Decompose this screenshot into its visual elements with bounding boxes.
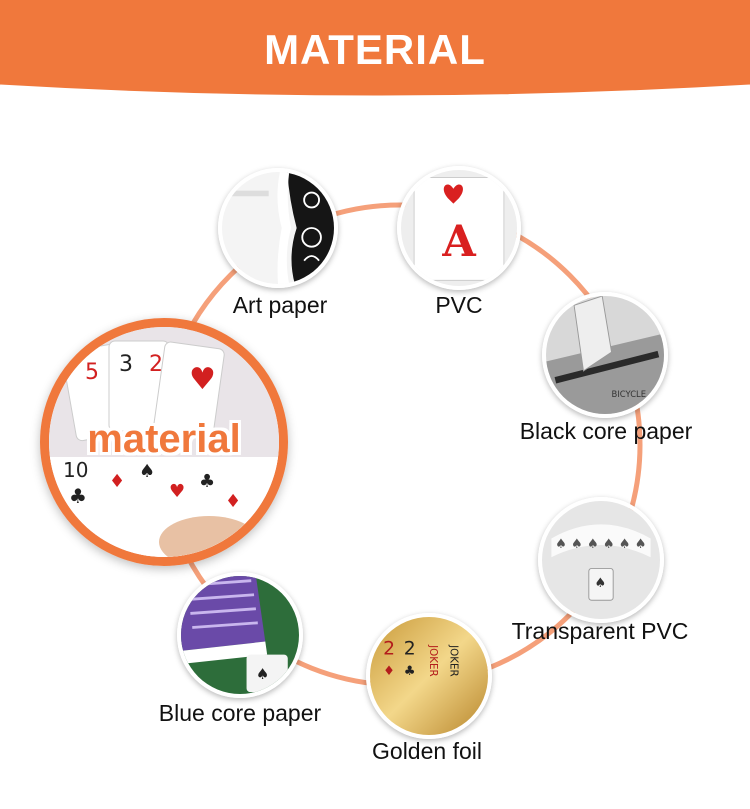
svg-text:10: 10 [63,458,88,482]
svg-text:JOKER: JOKER [427,644,439,677]
material-hub-image: 5 3 2 ♥ 10 ♣ ♦ ♠ ♥ ♣ ♦ [40,318,288,566]
svg-text:2: 2 [383,638,395,659]
art-paper-image [218,168,338,288]
black-core-paper-label: Black core paper [519,418,693,444]
svg-text:♣: ♣ [404,664,416,679]
svg-text:2: 2 [404,638,416,659]
banner-shape [0,0,750,99]
svg-text:♦: ♦ [109,471,125,492]
svg-text:♥: ♥ [169,481,185,502]
svg-text:♦: ♦ [225,491,241,512]
pvc-image: A [397,166,521,290]
svg-text:A: A [441,217,476,267]
svg-text:3: 3 [119,352,133,377]
svg-text:♠ ♠ ♠ ♠ ♠ ♠: ♠ ♠ ♠ ♠ ♠ ♠ [555,537,646,552]
svg-text:5: 5 [85,360,99,385]
svg-text:♣: ♣ [69,484,87,508]
transparent-pvc-label: Transparent PVC [511,618,689,644]
svg-text:♠: ♠ [139,461,155,482]
svg-text:♦: ♦ [383,664,395,679]
page-title: MATERIAL [264,26,486,73]
pvc-label: PVC [435,292,483,318]
svg-text:♣: ♣ [199,471,215,492]
svg-text:2: 2 [149,352,163,377]
blue-core-paper-label: Blue core paper [158,700,322,726]
svg-text:♥: ♥ [189,362,216,397]
svg-text:♠: ♠ [594,576,606,591]
hub-label: material [87,417,241,461]
golden-foil-label: Golden foil [372,738,482,764]
header-banner: MATERIAL [0,0,750,110]
svg-text:BICYCLE: BICYCLE [612,389,647,399]
blue-core-paper-image: ♠ [177,572,303,698]
svg-text:♠: ♠ [256,665,269,683]
art-paper-label: Art paper [232,292,328,318]
black-core-paper-image: BICYCLE [542,292,668,418]
svg-text:JOKER: JOKER [448,644,460,677]
golden-foil-image: 2 2 ♦ ♣ JOKER JOKER [366,613,492,739]
transparent-pvc-image: ♠ ♠ ♠ ♠ ♠ ♠ ♠ [538,497,664,623]
